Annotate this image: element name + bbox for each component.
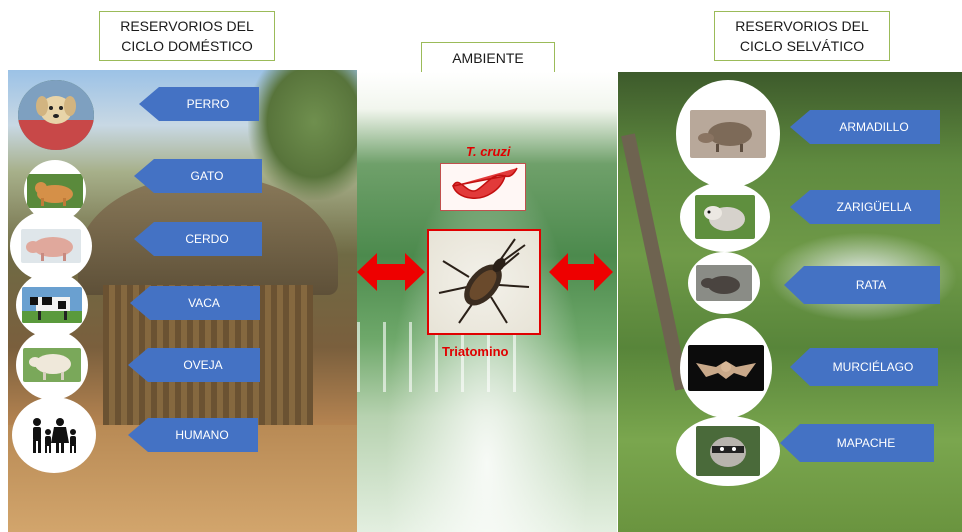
bat-photo (688, 345, 764, 391)
triatomine-image (427, 229, 541, 335)
family-icon (28, 415, 80, 455)
cat-photo (27, 174, 83, 208)
bat-circle (680, 318, 772, 418)
sylvatic-header-line2: CICLO SELVÁTICO (715, 36, 889, 56)
label-cerdo: CERDO (134, 222, 262, 256)
cow-circle (16, 272, 88, 338)
cow-photo (22, 287, 82, 323)
sylvatic-cycle-header: RESERVORIOS DEL CICLO SELVÁTICO (714, 11, 890, 61)
double-arrow-left (357, 251, 425, 293)
armadillo-circle (676, 80, 780, 188)
label-perro: PERRO (139, 87, 259, 121)
opossum-circle (680, 182, 770, 252)
label-zariguella: ZARIGÜELLA (790, 190, 940, 224)
rat-photo (696, 265, 752, 301)
environment-header: AMBIENTE (421, 42, 555, 74)
raccoon-circle (676, 416, 780, 486)
double-arrow-right (549, 251, 613, 293)
label-rata: RATA (784, 266, 940, 304)
armadillo-photo (690, 110, 766, 158)
triatomine-bug-icon (429, 231, 539, 333)
domestic-cycle-header: RESERVORIOS DEL CICLO DOMÉSTICO (99, 11, 275, 61)
dog-circle (18, 80, 94, 150)
rat-circle (688, 252, 760, 314)
pig-photo (21, 229, 81, 263)
tree-shape (248, 70, 357, 200)
domestic-header-line2: CICLO DOMÉSTICO (100, 36, 274, 56)
raccoon-photo (696, 426, 760, 476)
label-humano: HUMANO (128, 418, 258, 452)
vector-label: Triatomino (442, 344, 508, 359)
sheep-circle (16, 330, 88, 400)
label-mapache: MAPACHE (780, 424, 934, 462)
domestic-header-line1: RESERVORIOS DEL (100, 16, 274, 36)
label-vaca: VACA (130, 286, 260, 320)
opossum-photo (695, 195, 755, 239)
sheep-photo (23, 348, 81, 382)
human-circle (12, 397, 96, 473)
tree-trunk-shape (621, 133, 689, 390)
label-armadillo: ARMADILLO (790, 110, 940, 144)
parasite-image (440, 163, 526, 211)
label-oveja: OVEJA (128, 348, 260, 382)
trypanosome-icon (441, 164, 525, 210)
parasite-label: T. cruzi (466, 144, 511, 159)
dog-photo (18, 80, 94, 150)
label-gato: GATO (134, 159, 262, 193)
label-murcielago: MURCIÉLAGO (790, 348, 938, 386)
sylvatic-header-line1: RESERVORIOS DEL (715, 16, 889, 36)
